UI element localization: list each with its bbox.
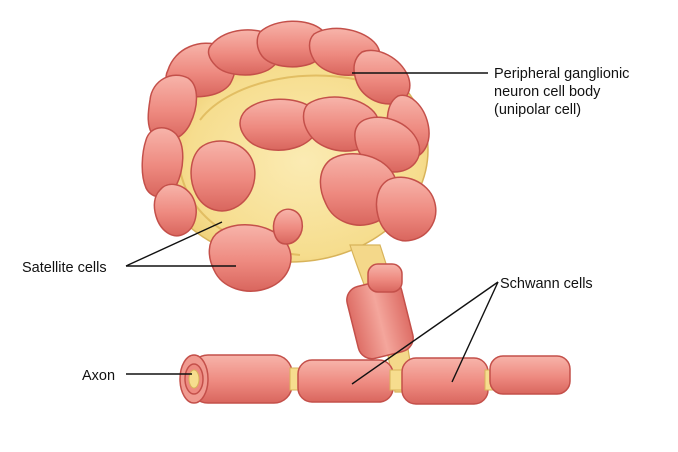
schwann-cell [402,358,488,404]
satellite-cell [191,141,255,211]
schwann-cell [298,360,393,402]
label-line: Peripheral ganglionic [494,65,629,83]
label-axon: Axon [82,367,115,385]
satellite-cell [274,209,303,244]
satellite-cell [154,184,196,235]
label-line: neuron cell body [494,83,629,101]
label-peripheral-ganglionic-neuron: Peripheral ganglionic neuron cell body (… [494,65,629,119]
label-satellite-cells: Satellite cells [22,259,107,277]
satellite-cell [376,177,435,241]
schwann-cell [490,356,570,394]
schwann-cell [368,264,402,292]
label-line: (unipolar cell) [494,101,629,119]
label-schwann-cells: Schwann cells [500,275,593,293]
